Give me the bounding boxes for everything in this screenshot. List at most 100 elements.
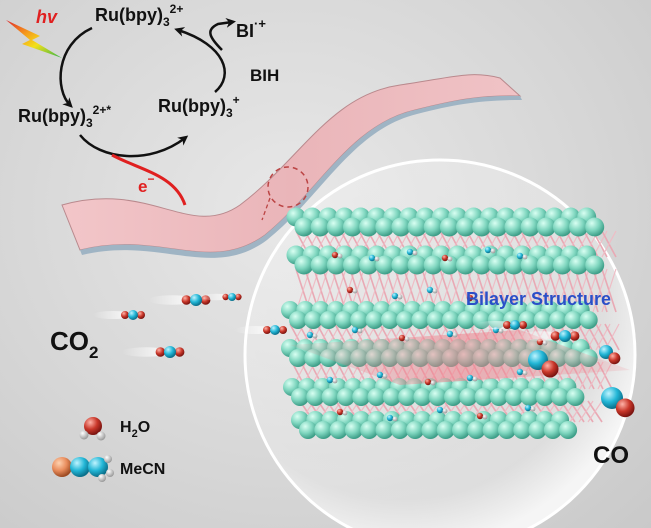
oxygen-atom bbox=[235, 293, 242, 301]
metal-sphere bbox=[319, 311, 338, 329]
guest-atom bbox=[332, 378, 338, 384]
hydrogen-atom bbox=[98, 474, 106, 482]
hydrogen-atom bbox=[79, 430, 89, 440]
oxygen-atom bbox=[503, 321, 511, 329]
oxygen-atom bbox=[615, 398, 635, 418]
guest-molecule bbox=[484, 246, 496, 254]
guest-atom bbox=[498, 328, 504, 334]
metal-sphere bbox=[380, 311, 399, 329]
metal-sphere bbox=[488, 255, 508, 275]
guest-molecule bbox=[346, 286, 358, 294]
metal-sphere bbox=[375, 217, 395, 237]
guest-atom bbox=[441, 254, 449, 262]
guest-atom bbox=[447, 256, 453, 262]
metal-sphere bbox=[304, 311, 323, 329]
metal-sphere bbox=[472, 217, 492, 237]
metal-sphere bbox=[452, 421, 470, 439]
metal-sphere bbox=[505, 388, 524, 406]
guest-atom bbox=[406, 248, 414, 256]
metal-sphere bbox=[375, 255, 395, 275]
metal-sphere bbox=[504, 255, 524, 275]
linker-strut bbox=[601, 230, 617, 258]
bilayer-label: Bilayer Structure bbox=[466, 289, 611, 309]
metal-sphere bbox=[489, 388, 508, 406]
guest-atom bbox=[352, 288, 358, 294]
metal-sphere bbox=[467, 421, 486, 439]
metal-sphere bbox=[344, 421, 363, 439]
guest-atom bbox=[397, 294, 403, 300]
guest-molecule bbox=[426, 286, 438, 294]
carbon-atom bbox=[164, 346, 176, 358]
metal-sphere bbox=[504, 217, 524, 237]
metal-sphere bbox=[528, 421, 547, 439]
metal-sphere bbox=[375, 421, 394, 439]
metal-sphere bbox=[549, 311, 568, 329]
guest-atom bbox=[442, 408, 448, 414]
guest-molecule bbox=[466, 374, 478, 382]
legend-mecn-label: MeCN bbox=[120, 461, 165, 478]
guest-atom bbox=[516, 368, 524, 376]
guest-atom bbox=[357, 328, 363, 334]
guest-atom bbox=[522, 254, 528, 260]
ribbon-material bbox=[61, 74, 522, 258]
guest-atom bbox=[490, 248, 496, 254]
donor-label: BIH bbox=[250, 66, 279, 85]
guest-atom bbox=[312, 333, 318, 339]
metal-sphere bbox=[488, 217, 508, 237]
guest-molecule bbox=[326, 376, 338, 384]
metal-sphere bbox=[566, 388, 585, 406]
guest-molecule bbox=[436, 406, 448, 414]
metal-sphere bbox=[579, 311, 598, 329]
metal-layer bbox=[286, 207, 605, 237]
metal-sphere bbox=[585, 217, 605, 237]
catalytic-cycle bbox=[59, 17, 309, 221]
guest-atom bbox=[452, 332, 458, 338]
hydrogen-atom bbox=[106, 469, 114, 477]
molecules-layer bbox=[52, 246, 635, 482]
metal-sphere bbox=[564, 311, 583, 329]
cycle-arrow-quench bbox=[79, 134, 189, 158]
metal-sphere bbox=[299, 421, 317, 439]
light-bolt-icon bbox=[6, 20, 62, 58]
guest-atom bbox=[426, 286, 434, 294]
guest-atom bbox=[430, 380, 436, 386]
metal-sphere bbox=[459, 388, 478, 406]
guest-atom bbox=[476, 412, 484, 420]
metal-sphere bbox=[407, 217, 427, 237]
metal-sphere bbox=[310, 217, 330, 237]
guest-atom bbox=[432, 288, 438, 294]
oxygen-atom bbox=[174, 347, 185, 357]
guest-molecule bbox=[331, 251, 343, 259]
guest-molecule bbox=[406, 248, 418, 256]
metal-sphere bbox=[457, 311, 476, 329]
oxygen-atom bbox=[263, 326, 271, 334]
linker-strut bbox=[587, 400, 603, 423]
guest-atom bbox=[398, 334, 406, 342]
guest-atom bbox=[351, 326, 359, 334]
guest-atom bbox=[376, 371, 384, 379]
oxygen-atom bbox=[519, 321, 527, 329]
oxygen-atom bbox=[84, 417, 102, 435]
metal-sphere bbox=[321, 388, 340, 406]
guest-atom bbox=[484, 246, 492, 254]
co2-molecule bbox=[200, 293, 242, 301]
guest-atom bbox=[466, 374, 474, 382]
cycle-arrow-excitation bbox=[59, 26, 93, 108]
electron-label: e− bbox=[138, 172, 154, 196]
metal-sphere bbox=[334, 311, 353, 329]
electron-arrow bbox=[111, 153, 187, 206]
guest-atom bbox=[466, 294, 474, 302]
co-molecule bbox=[599, 345, 621, 365]
metal-sphere bbox=[442, 311, 460, 329]
guest-molecule bbox=[524, 404, 536, 412]
legend-water-label: H2O bbox=[120, 419, 150, 440]
guest-molecule bbox=[516, 252, 528, 260]
metal-sphere bbox=[391, 255, 411, 275]
metal-sphere bbox=[326, 255, 346, 275]
legend-water-icon bbox=[79, 417, 106, 441]
carbon-atom bbox=[128, 310, 138, 320]
guest-atom bbox=[326, 376, 334, 384]
guest-atom bbox=[306, 331, 314, 339]
metal-sphere bbox=[569, 217, 589, 237]
